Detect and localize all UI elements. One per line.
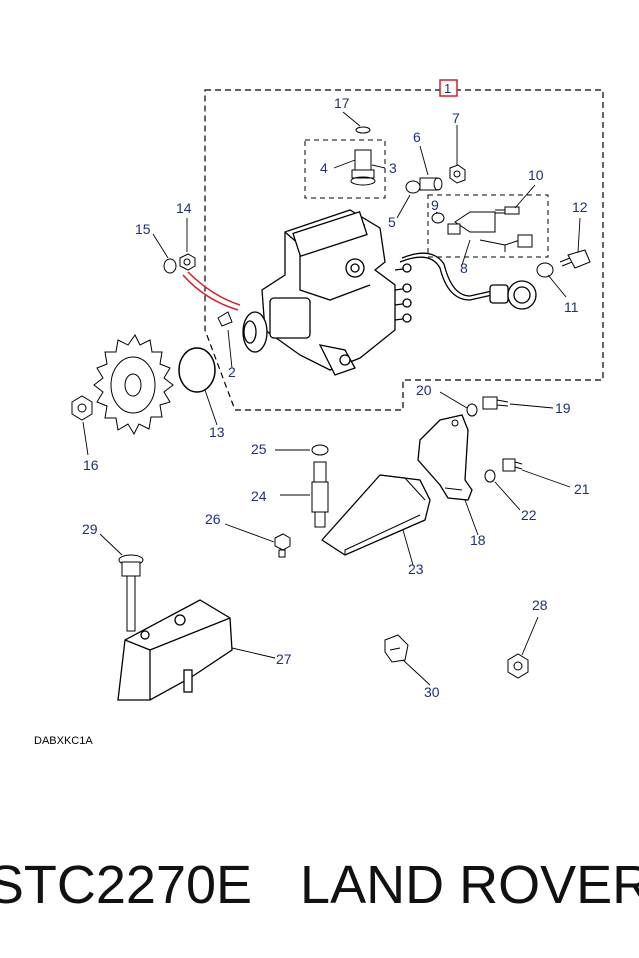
callout-5[interactable]: 5 xyxy=(388,214,396,230)
washer-5[interactable] xyxy=(405,180,421,194)
callout-13[interactable]: 13 xyxy=(209,424,225,440)
washer-11[interactable] xyxy=(536,262,554,278)
subassembly-box-8 xyxy=(427,194,549,258)
callout-17[interactable]: 17 xyxy=(334,95,350,111)
callout-16[interactable]: 16 xyxy=(83,457,99,473)
clip-30[interactable] xyxy=(384,634,409,663)
callout-24[interactable]: 24 xyxy=(251,488,267,504)
mounting-bracket-27[interactable] xyxy=(117,599,233,701)
callout-20[interactable]: 20 xyxy=(416,382,432,398)
caption: STC2270E LAND ROVER xyxy=(0,840,639,930)
callout-labels: 2 3 4 5 6 7 8 9 10 11 12 13 14 15 16 17 … xyxy=(82,95,590,700)
assembly-marker-box[interactable] xyxy=(439,79,458,97)
nut-7[interactable] xyxy=(449,164,466,184)
sensor-8[interactable] xyxy=(447,211,533,252)
bracket-18[interactable] xyxy=(417,414,473,501)
callout-11[interactable]: 11 xyxy=(564,299,579,315)
callout-23[interactable]: 23 xyxy=(408,561,424,577)
leader-lines xyxy=(82,111,581,686)
washer-20[interactable] xyxy=(466,403,478,417)
injection-pump xyxy=(242,209,412,376)
stud-24[interactable] xyxy=(311,461,329,528)
drive-sprocket[interactable] xyxy=(93,334,174,436)
bolt-6[interactable] xyxy=(419,177,443,191)
parts-diagram: 1 xyxy=(34,79,604,747)
nut-28[interactable] xyxy=(507,653,529,679)
bolt-12[interactable] xyxy=(559,249,591,269)
callout-9[interactable]: 9 xyxy=(431,197,439,213)
callout-8[interactable]: 8 xyxy=(460,260,468,276)
callout-27[interactable]: 27 xyxy=(276,651,292,667)
callout-12[interactable]: 12 xyxy=(572,199,588,215)
o-ring-17[interactable] xyxy=(355,126,371,134)
screw-10[interactable] xyxy=(495,206,520,215)
diagram-code: DABXKC1A xyxy=(34,735,93,747)
callout-30[interactable]: 30 xyxy=(424,684,440,700)
bolt-29[interactable] xyxy=(118,554,144,632)
callout-6[interactable]: 6 xyxy=(413,129,421,145)
sensor-cable xyxy=(399,252,537,310)
callout-7[interactable]: 7 xyxy=(452,110,460,126)
callout-26[interactable]: 26 xyxy=(205,511,221,527)
bolt-26[interactable] xyxy=(274,533,291,558)
nut-16[interactable] xyxy=(71,395,93,421)
washer-22[interactable] xyxy=(484,469,496,483)
callout-28[interactable]: 28 xyxy=(532,597,548,613)
callout-2[interactable]: 2 xyxy=(228,364,236,380)
washer-15[interactable] xyxy=(163,258,177,274)
highlight-line xyxy=(182,271,241,311)
callout-25[interactable]: 25 xyxy=(251,441,267,457)
callout-4[interactable]: 4 xyxy=(320,160,328,176)
callout-29[interactable]: 29 xyxy=(82,521,98,537)
washer-25[interactable] xyxy=(311,444,329,456)
callout-15[interactable]: 15 xyxy=(135,221,151,237)
callout-3[interactable]: 3 xyxy=(389,160,397,176)
subassembly-box-3 xyxy=(304,139,386,199)
switch-4[interactable] xyxy=(350,149,376,186)
callout-21[interactable]: 21 xyxy=(574,481,590,497)
woodruff-key-2[interactable] xyxy=(217,311,233,327)
callout-22[interactable]: 22 xyxy=(521,507,537,523)
assembly-number: 1 xyxy=(444,81,451,96)
bolt-19[interactable] xyxy=(482,396,509,410)
callout-19[interactable]: 19 xyxy=(555,400,571,416)
nut-14[interactable] xyxy=(179,253,196,271)
callout-14[interactable]: 14 xyxy=(176,200,192,216)
callout-18[interactable]: 18 xyxy=(470,532,486,548)
part-number: STC2270E xyxy=(0,855,253,915)
o-ring-13[interactable] xyxy=(178,347,216,393)
callout-10[interactable]: 10 xyxy=(528,167,544,183)
assembly-boundary xyxy=(204,89,604,411)
bolt-21[interactable] xyxy=(502,458,523,472)
brand-name: LAND ROVER xyxy=(300,855,639,915)
